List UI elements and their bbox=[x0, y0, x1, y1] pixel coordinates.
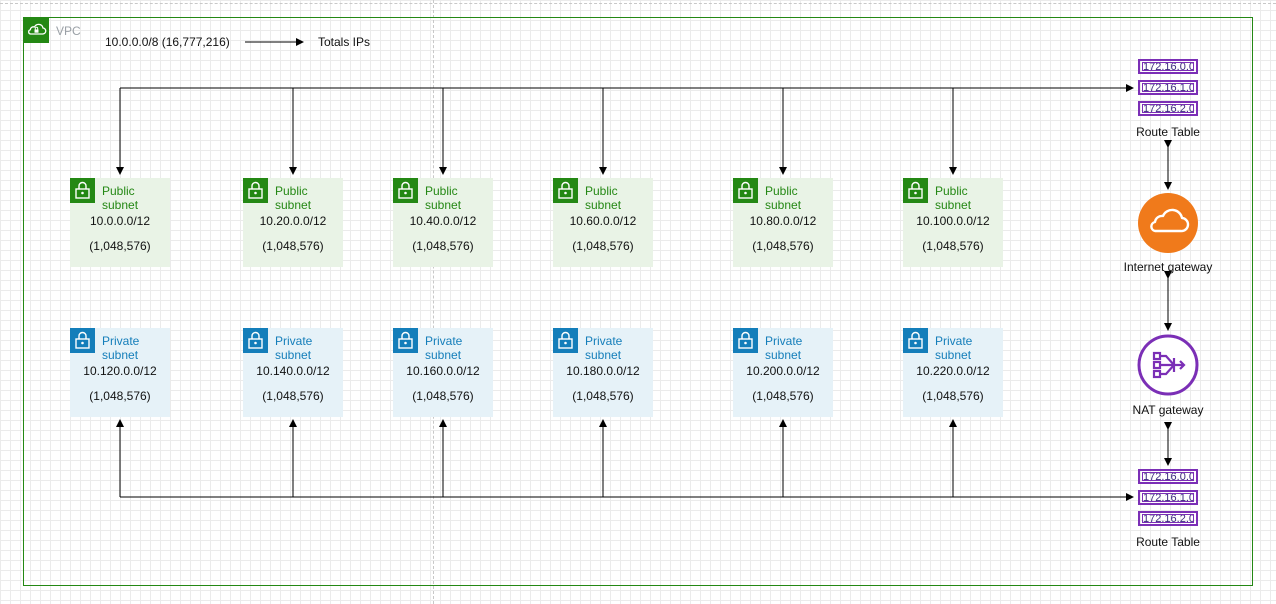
subnet-type-label: Public subnet bbox=[102, 184, 139, 212]
route-table-public-entry[interactable]: 172.16.2.0 bbox=[1138, 101, 1198, 116]
vpc-group: VPC bbox=[23, 17, 1253, 586]
subnet-cidr: 10.80.0.0/12 bbox=[749, 214, 817, 228]
subnet-cidr: 10.60.0.0/12 bbox=[569, 214, 637, 228]
subnet-ip-count: (1,048,576) bbox=[752, 239, 814, 253]
lock-icon bbox=[393, 178, 418, 203]
vpc-label: VPC bbox=[56, 24, 81, 38]
vpc-cidr-total: 10.0.0.0/8 (16,777,216) bbox=[105, 35, 230, 49]
route-entry-label: 172.16.2.0 bbox=[1142, 514, 1194, 523]
route-entry-label: 172.16.0.0 bbox=[1142, 472, 1194, 481]
subnet-type-label: Private subnet bbox=[585, 334, 623, 362]
route-entry-label: 172.16.1.0 bbox=[1142, 493, 1194, 502]
route-entry-label: 172.16.2.0 bbox=[1142, 104, 1194, 113]
route-table-private-entry[interactable]: 172.16.0.0 bbox=[1138, 469, 1198, 484]
route-table-public-label: Route Table bbox=[1136, 125, 1200, 139]
internet-gateway-label: Internet gateway bbox=[1123, 260, 1213, 274]
subnet-cidr: 10.220.0.0/12 bbox=[916, 364, 990, 378]
subnet-ip-count: (1,048,576) bbox=[572, 389, 634, 403]
nat-gateway-icon bbox=[1137, 334, 1199, 396]
nat-gateway-node[interactable] bbox=[1137, 334, 1199, 396]
subnet-type-label: Private subnet bbox=[425, 334, 463, 362]
route-entry-label: 172.16.1.0 bbox=[1142, 83, 1194, 92]
private-subnet-3[interactable]: Private subnet 10.160.0.0/12 (1,048,576) bbox=[393, 328, 493, 417]
lock-icon bbox=[70, 178, 95, 203]
route-table-private-label: Route Table bbox=[1136, 535, 1200, 549]
subnet-ip-count: (1,048,576) bbox=[262, 239, 324, 253]
subnet-type-label: Public subnet bbox=[765, 184, 802, 212]
lock-icon bbox=[243, 328, 268, 353]
subnet-type-label: Public subnet bbox=[425, 184, 462, 212]
subnet-cidr: 10.40.0.0/12 bbox=[409, 214, 477, 228]
subnet-type-label: Public subnet bbox=[275, 184, 312, 212]
subnet-cidr: 10.120.0.0/12 bbox=[83, 364, 157, 378]
lock-icon bbox=[70, 328, 95, 353]
private-subnet-1[interactable]: Private subnet 10.120.0.0/12 (1,048,576) bbox=[70, 328, 170, 417]
subnet-ip-count: (1,048,576) bbox=[752, 389, 814, 403]
subnet-type-label: Private subnet bbox=[765, 334, 803, 362]
route-entry-label: 172.16.0.0 bbox=[1142, 62, 1194, 71]
public-subnet-3[interactable]: Public subnet 10.40.0.0/12 (1,048,576) bbox=[393, 178, 493, 267]
private-subnet-6[interactable]: Private subnet 10.220.0.0/12 (1,048,576) bbox=[903, 328, 1003, 417]
public-subnet-1[interactable]: Public subnet 10.0.0.0/12 (1,048,576) bbox=[70, 178, 170, 267]
subnet-cidr: 10.160.0.0/12 bbox=[406, 364, 480, 378]
subnet-ip-count: (1,048,576) bbox=[412, 239, 474, 253]
subnet-cidr: 10.200.0.0/12 bbox=[746, 364, 820, 378]
subnet-cidr: 10.20.0.0/12 bbox=[259, 214, 327, 228]
subnet-ip-count: (1,048,576) bbox=[89, 389, 151, 403]
subnet-type-label: Public subnet bbox=[585, 184, 622, 212]
subnet-ip-count: (1,048,576) bbox=[412, 389, 474, 403]
subnet-ip-count: (1,048,576) bbox=[922, 389, 984, 403]
guide-line-horizontal bbox=[0, 3, 1276, 4]
lock-icon bbox=[903, 328, 928, 353]
lock-icon bbox=[903, 178, 928, 203]
subnet-type-label: Private subnet bbox=[102, 334, 140, 362]
lock-icon bbox=[733, 328, 758, 353]
private-subnet-2[interactable]: Private subnet 10.140.0.0/12 (1,048,576) bbox=[243, 328, 343, 417]
subnet-cidr: 10.140.0.0/12 bbox=[256, 364, 330, 378]
guide-line-vertical bbox=[433, 0, 434, 604]
lock-icon bbox=[553, 328, 578, 353]
subnet-cidr: 10.0.0.0/12 bbox=[89, 214, 151, 228]
subnet-cidr: 10.180.0.0/12 bbox=[566, 364, 640, 378]
public-subnet-5[interactable]: Public subnet 10.80.0.0/12 (1,048,576) bbox=[733, 178, 833, 267]
nat-gateway-label: NAT gateway bbox=[1132, 403, 1204, 417]
cloud-lock-icon bbox=[24, 18, 49, 43]
private-subnet-5[interactable]: Private subnet 10.200.0.0/12 (1,048,576) bbox=[733, 328, 833, 417]
subnet-ip-count: (1,048,576) bbox=[262, 389, 324, 403]
route-table-public-entry[interactable]: 172.16.0.0 bbox=[1138, 59, 1198, 74]
subnet-ip-count: (1,048,576) bbox=[922, 239, 984, 253]
lock-icon bbox=[733, 178, 758, 203]
public-subnet-6[interactable]: Public subnet 10.100.0.0/12 (1,048,576) bbox=[903, 178, 1003, 267]
subnet-cidr: 10.100.0.0/12 bbox=[916, 214, 990, 228]
route-table-private-entry[interactable]: 172.16.1.0 bbox=[1138, 490, 1198, 505]
private-subnet-4[interactable]: Private subnet 10.180.0.0/12 (1,048,576) bbox=[553, 328, 653, 417]
subnet-type-label: Private subnet bbox=[275, 334, 313, 362]
totals-ips-label: Totals IPs bbox=[318, 35, 371, 49]
public-subnet-4[interactable]: Public subnet 10.60.0.0/12 (1,048,576) bbox=[553, 178, 653, 267]
lock-icon bbox=[553, 178, 578, 203]
public-subnet-2[interactable]: Public subnet 10.20.0.0/12 (1,048,576) bbox=[243, 178, 343, 267]
lock-icon bbox=[393, 328, 418, 353]
route-table-public-entry[interactable]: 172.16.1.0 bbox=[1138, 80, 1198, 95]
cloud-icon bbox=[1150, 208, 1190, 233]
internet-gateway-node[interactable] bbox=[1138, 193, 1198, 253]
subnet-type-label: Private subnet bbox=[935, 334, 973, 362]
route-table-private-entry[interactable]: 172.16.2.0 bbox=[1138, 511, 1198, 526]
subnet-type-label: Public subnet bbox=[935, 184, 972, 212]
subnet-ip-count: (1,048,576) bbox=[572, 239, 634, 253]
lock-icon bbox=[243, 178, 268, 203]
subnet-ip-count: (1,048,576) bbox=[89, 239, 151, 253]
